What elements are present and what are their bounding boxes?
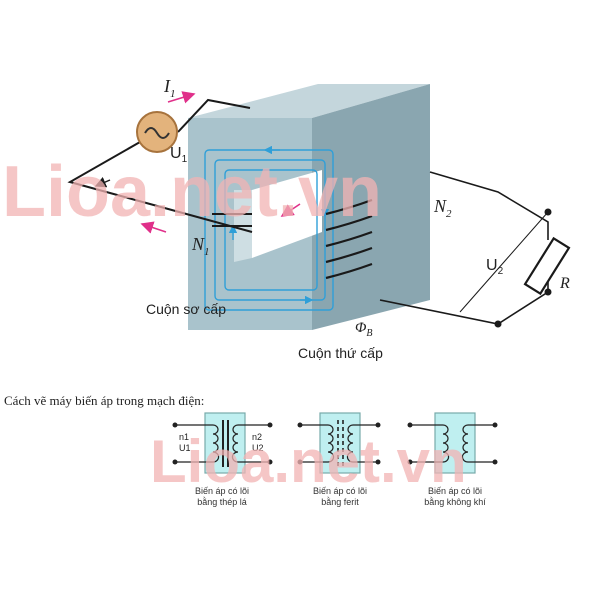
- transformer-symbols: [175, 412, 495, 474]
- symbols-caption: Cách vẽ máy biến áp trong mạch điện:: [4, 393, 205, 408]
- symbol-caption-line2: bằng ferit: [321, 497, 359, 507]
- diagram-labels: I1 U1 N1 N2 U2 R ΦB Cuộn sơ cấp Cuộn thứ…: [146, 76, 570, 361]
- symbol-air-core: [410, 412, 495, 474]
- secondary-wire-top: [429, 171, 549, 240]
- lead-dot: [172, 422, 178, 428]
- lead-dot: [375, 422, 381, 428]
- symbol-ferrite-core: [300, 412, 378, 474]
- n1-label: N1: [191, 234, 210, 258]
- ac-source: [136, 111, 178, 153]
- secondary-coil-label: Cuộn thứ cấp: [298, 345, 383, 361]
- terminal-dot: [544, 208, 552, 216]
- watermark-text-top: Lioa.net.vn: [2, 152, 382, 232]
- coil-left: [212, 424, 220, 463]
- terminal-dot: [494, 320, 502, 328]
- terminal-dot: [544, 288, 552, 296]
- resistor-label: R: [559, 275, 570, 292]
- coil-left: [442, 424, 450, 463]
- secondary-winding-turn: [325, 246, 373, 264]
- u2-measure-line: [459, 211, 549, 313]
- lead-dot: [267, 422, 273, 428]
- lead-dot: [172, 459, 178, 465]
- watermark-text-bottom: Lioa.net.vn: [150, 428, 467, 495]
- symbol-box: [319, 412, 361, 474]
- core-top-face: [188, 84, 430, 118]
- u1-label: U1: [170, 145, 188, 165]
- transformer-core: [188, 84, 430, 330]
- lead-dots: [172, 422, 498, 465]
- symbol-label-u1: U1: [179, 443, 191, 453]
- primary-coil-label: Cuộn sơ cấp: [146, 301, 226, 317]
- n2-label: N2: [433, 196, 452, 220]
- primary-circuit: [67, 98, 253, 233]
- secondary-winding-turn: [325, 262, 373, 280]
- primary-wire-direction-arrow: [94, 176, 111, 188]
- current-arrow-core: [280, 203, 301, 217]
- secondary-winding-turn: [325, 198, 373, 216]
- symbol-steel-core: [175, 412, 270, 474]
- flux-loop-middle: [214, 159, 326, 301]
- coil-right: [461, 424, 469, 463]
- current-label: I1: [163, 76, 176, 100]
- lead-dot: [267, 459, 273, 465]
- symbol-caption-line1: Biến áp có lõi: [313, 486, 367, 496]
- coil-right: [231, 424, 239, 463]
- lead-dot: [375, 459, 381, 465]
- symbol-caption-line2: bằng thép lá: [197, 497, 247, 507]
- symbol-caption-line2: bằng không khí: [424, 497, 486, 507]
- symbol-side-labels: n1 U1 n2 U2: [179, 432, 264, 453]
- lead-dot: [407, 459, 413, 465]
- secondary-wire-bottom: [379, 276, 549, 325]
- current-arrow-bottom: [140, 221, 167, 234]
- coil-left: [327, 424, 335, 463]
- secondary-winding-turn: [325, 214, 373, 232]
- flux-label: ΦB: [355, 320, 373, 339]
- magnetic-flux-lines: [204, 145, 334, 311]
- symbol-label-n1: n1: [179, 432, 189, 442]
- symbol-box: [204, 412, 246, 474]
- load-resistor: [523, 236, 571, 296]
- symbol-label-n2: n2: [252, 432, 262, 442]
- symbol-caption-line1: Biến áp có lõi: [195, 486, 249, 496]
- secondary-circuit: [325, 171, 549, 325]
- lead-dot: [492, 459, 498, 465]
- secondary-winding-turn: [325, 230, 373, 248]
- lead-dot: [297, 459, 303, 465]
- symbol-label-u2: U2: [252, 443, 264, 453]
- lead-dot: [407, 422, 413, 428]
- u2-label: U2: [486, 257, 504, 277]
- primary-wire-top: [177, 98, 251, 133]
- sine-wave-icon: [144, 127, 170, 139]
- lead-dot: [492, 422, 498, 428]
- primary-wire-bottom: [67, 141, 253, 233]
- current-arrow-top: [167, 91, 196, 104]
- core-side-face: [312, 84, 430, 330]
- current-arrows: [140, 91, 301, 234]
- symbol-box: [434, 412, 476, 474]
- symbol-caption-line1: Biến áp có lõi: [428, 486, 482, 496]
- flux-loop-inner: [224, 169, 318, 291]
- resistor-body: [523, 236, 571, 296]
- watermarks: Lioa.net.vn Lioa.net.vn: [2, 152, 467, 495]
- coil-right: [346, 424, 354, 463]
- lead-dot: [297, 422, 303, 428]
- symbol-captions: Biến áp có lõi bằng thép lá Biến áp có l…: [195, 486, 486, 507]
